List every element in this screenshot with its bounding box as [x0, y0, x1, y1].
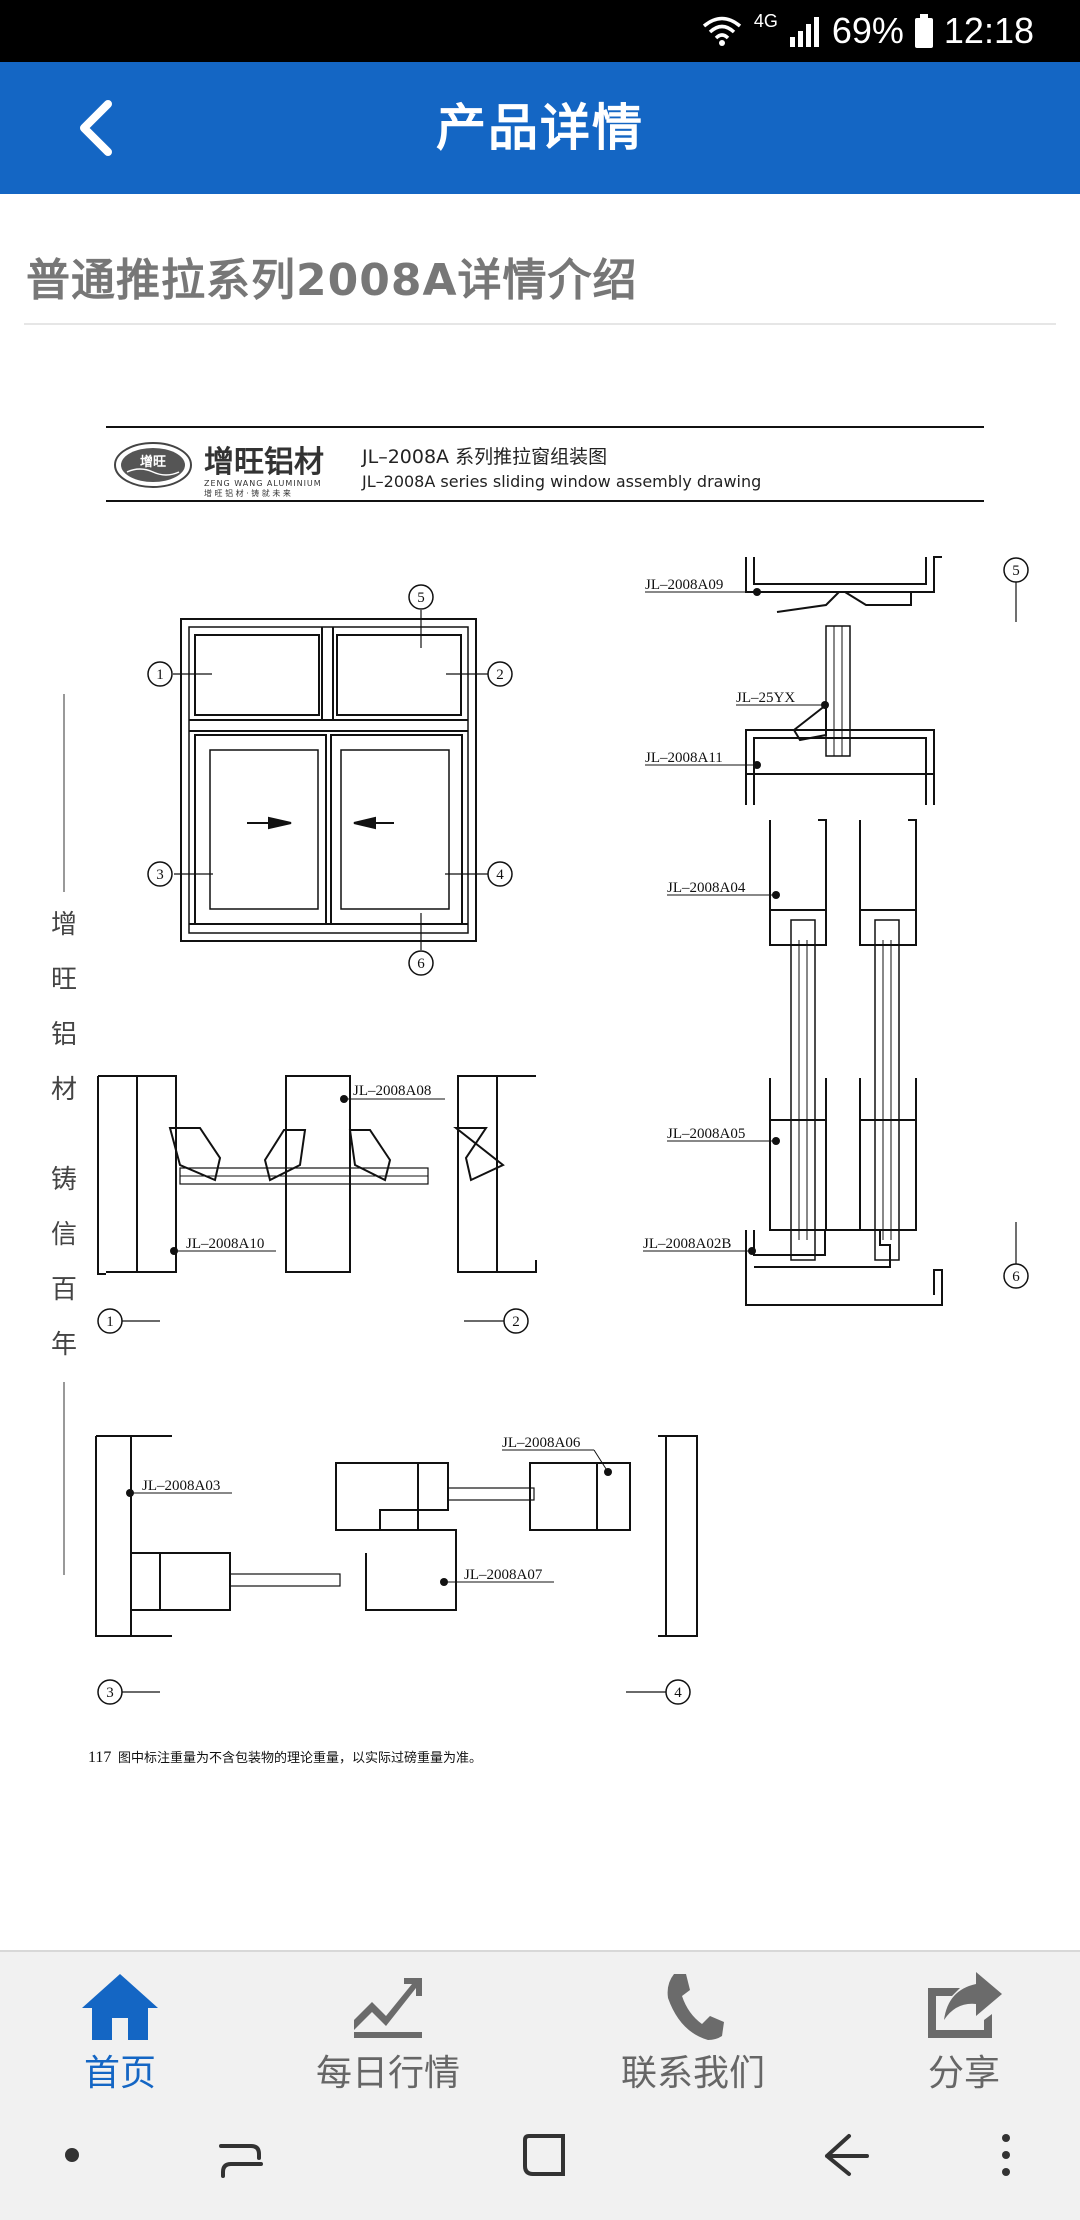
side-motto: 增 旺 铝 材 铸 信 百 年: [51, 910, 77, 1360]
page-number: 117: [88, 1749, 111, 1766]
svg-text:5: 5: [417, 590, 425, 606]
status-bar: 4G 69% 12:18: [0, 0, 1080, 62]
share-icon: [919, 1962, 1009, 2042]
title-divider: [24, 323, 1056, 325]
recent-apps-button[interactable]: [202, 2120, 282, 2190]
window-elevation: [173, 610, 488, 950]
wifi-icon: [700, 13, 744, 49]
part-label-a08: JL–2008A08: [353, 1083, 431, 1099]
phone-icon: [648, 1962, 738, 2042]
part-label-a02b: JL–2008A02B: [643, 1236, 731, 1252]
assembly-drawing: 增旺 增旺铝材 ZENG WANG ALUMINIUM 增 旺 铝 材 · 铸 …: [51, 426, 1029, 1766]
svg-text:铸: 铸: [51, 1165, 77, 1195]
nav-share[interactable]: 分享: [844, 1962, 1080, 2094]
svg-text:增: 增: [51, 910, 77, 940]
part-label-a10: JL–2008A10: [186, 1236, 264, 1252]
footnote: 图中标注重量为不含包装物的理论重量，以实际过磅重量为准。: [118, 1750, 482, 1766]
brand-name: 增旺铝材: [204, 445, 324, 480]
square-icon: [523, 2134, 565, 2176]
chevron-left-icon: [80, 100, 112, 156]
part-label-a05: JL–2008A05: [667, 1126, 745, 1142]
svg-text:6: 6: [1012, 1269, 1020, 1285]
part-label-a04: JL–2008A04: [667, 880, 746, 896]
more-button[interactable]: [966, 2120, 1046, 2190]
svg-text:1: 1: [156, 667, 164, 683]
app-bar: 产品详情: [0, 62, 1080, 194]
nav-contact-label: 联系我们: [620, 2053, 765, 2094]
brand-logo: 增旺: [114, 442, 192, 488]
horizontal-section-bottom: [95, 1435, 698, 1637]
status-indicators: 4G 69% 12:18: [700, 8, 1034, 54]
nav-contact[interactable]: 联系我们: [573, 1962, 813, 2094]
back-arrow-icon: [825, 2134, 869, 2176]
home-icon: [75, 1962, 165, 2042]
more-vertical-icon: [1002, 2134, 1010, 2176]
dot-button[interactable]: [32, 2120, 112, 2190]
system-navigation-bar: [0, 2090, 1080, 2220]
vertical-section: [745, 556, 943, 1306]
part-label-a03: JL–2008A03: [142, 1478, 220, 1494]
nav-share-label: 分享: [927, 2053, 1000, 2094]
drawing-title-en: JL–2008A series sliding window assembly …: [361, 472, 761, 491]
svg-text:铝: 铝: [51, 1020, 77, 1050]
part-label-a09: JL–2008A09: [645, 577, 723, 593]
svg-text:3: 3: [156, 867, 164, 883]
page-title: 产品详情: [436, 99, 644, 157]
recent-apps-icon: [219, 2144, 263, 2178]
brand-english: ZENG WANG ALUMINIUM: [204, 479, 322, 488]
horizontal-section-top: [97, 1075, 537, 1275]
nav-home-label: 首页: [83, 2053, 156, 2094]
back-nav-button[interactable]: [806, 2120, 886, 2190]
nav-daily-market-label: 每日行情: [315, 2053, 460, 2094]
svg-text:旺: 旺: [51, 965, 77, 995]
svg-text:1: 1: [106, 1314, 114, 1330]
part-label-a07: JL–2008A07: [464, 1567, 543, 1583]
svg-text:4: 4: [674, 1685, 682, 1701]
part-label-a06: JL–2008A06: [502, 1435, 581, 1451]
drawing-title-cn: JL–2008A 系列推拉窗组装图: [361, 446, 607, 468]
clock: 12:18: [943, 10, 1034, 51]
battery-icon: [914, 14, 934, 48]
battery-percent: 69%: [831, 10, 904, 51]
signal-icon: [788, 15, 822, 47]
dot-icon: [65, 2148, 79, 2162]
svg-text:年: 年: [51, 1330, 77, 1360]
svg-text:增旺: 增旺: [140, 454, 166, 470]
svg-text:信: 信: [51, 1220, 77, 1250]
trend-chart-icon: [343, 1962, 433, 2042]
brand-slogan: 增 旺 铝 材 · 铸 就 未 来: [204, 488, 291, 498]
svg-text:3: 3: [106, 1685, 114, 1701]
svg-text:百: 百: [51, 1275, 77, 1305]
network-type: 4G: [753, 10, 778, 31]
back-button[interactable]: [60, 92, 132, 164]
svg-text:6: 6: [417, 956, 425, 972]
part-label-25yx: JL–25YX: [736, 690, 795, 706]
home-button[interactable]: [504, 2120, 584, 2190]
nav-home[interactable]: 首页: [0, 1962, 240, 2094]
svg-text:2: 2: [496, 667, 504, 683]
nav-daily-market[interactable]: 每日行情: [268, 1962, 508, 2094]
svg-text:5: 5: [1012, 563, 1020, 579]
bottom-navigation: 首页 每日行情 联系我们 分享: [0, 1950, 1080, 2094]
article-title: 普通推拉系列2008A详情介绍: [26, 255, 638, 306]
svg-text:4: 4: [496, 867, 504, 883]
svg-text:2: 2: [512, 1314, 520, 1330]
svg-text:材: 材: [51, 1075, 77, 1105]
part-label-a11: JL–2008A11: [645, 750, 723, 766]
